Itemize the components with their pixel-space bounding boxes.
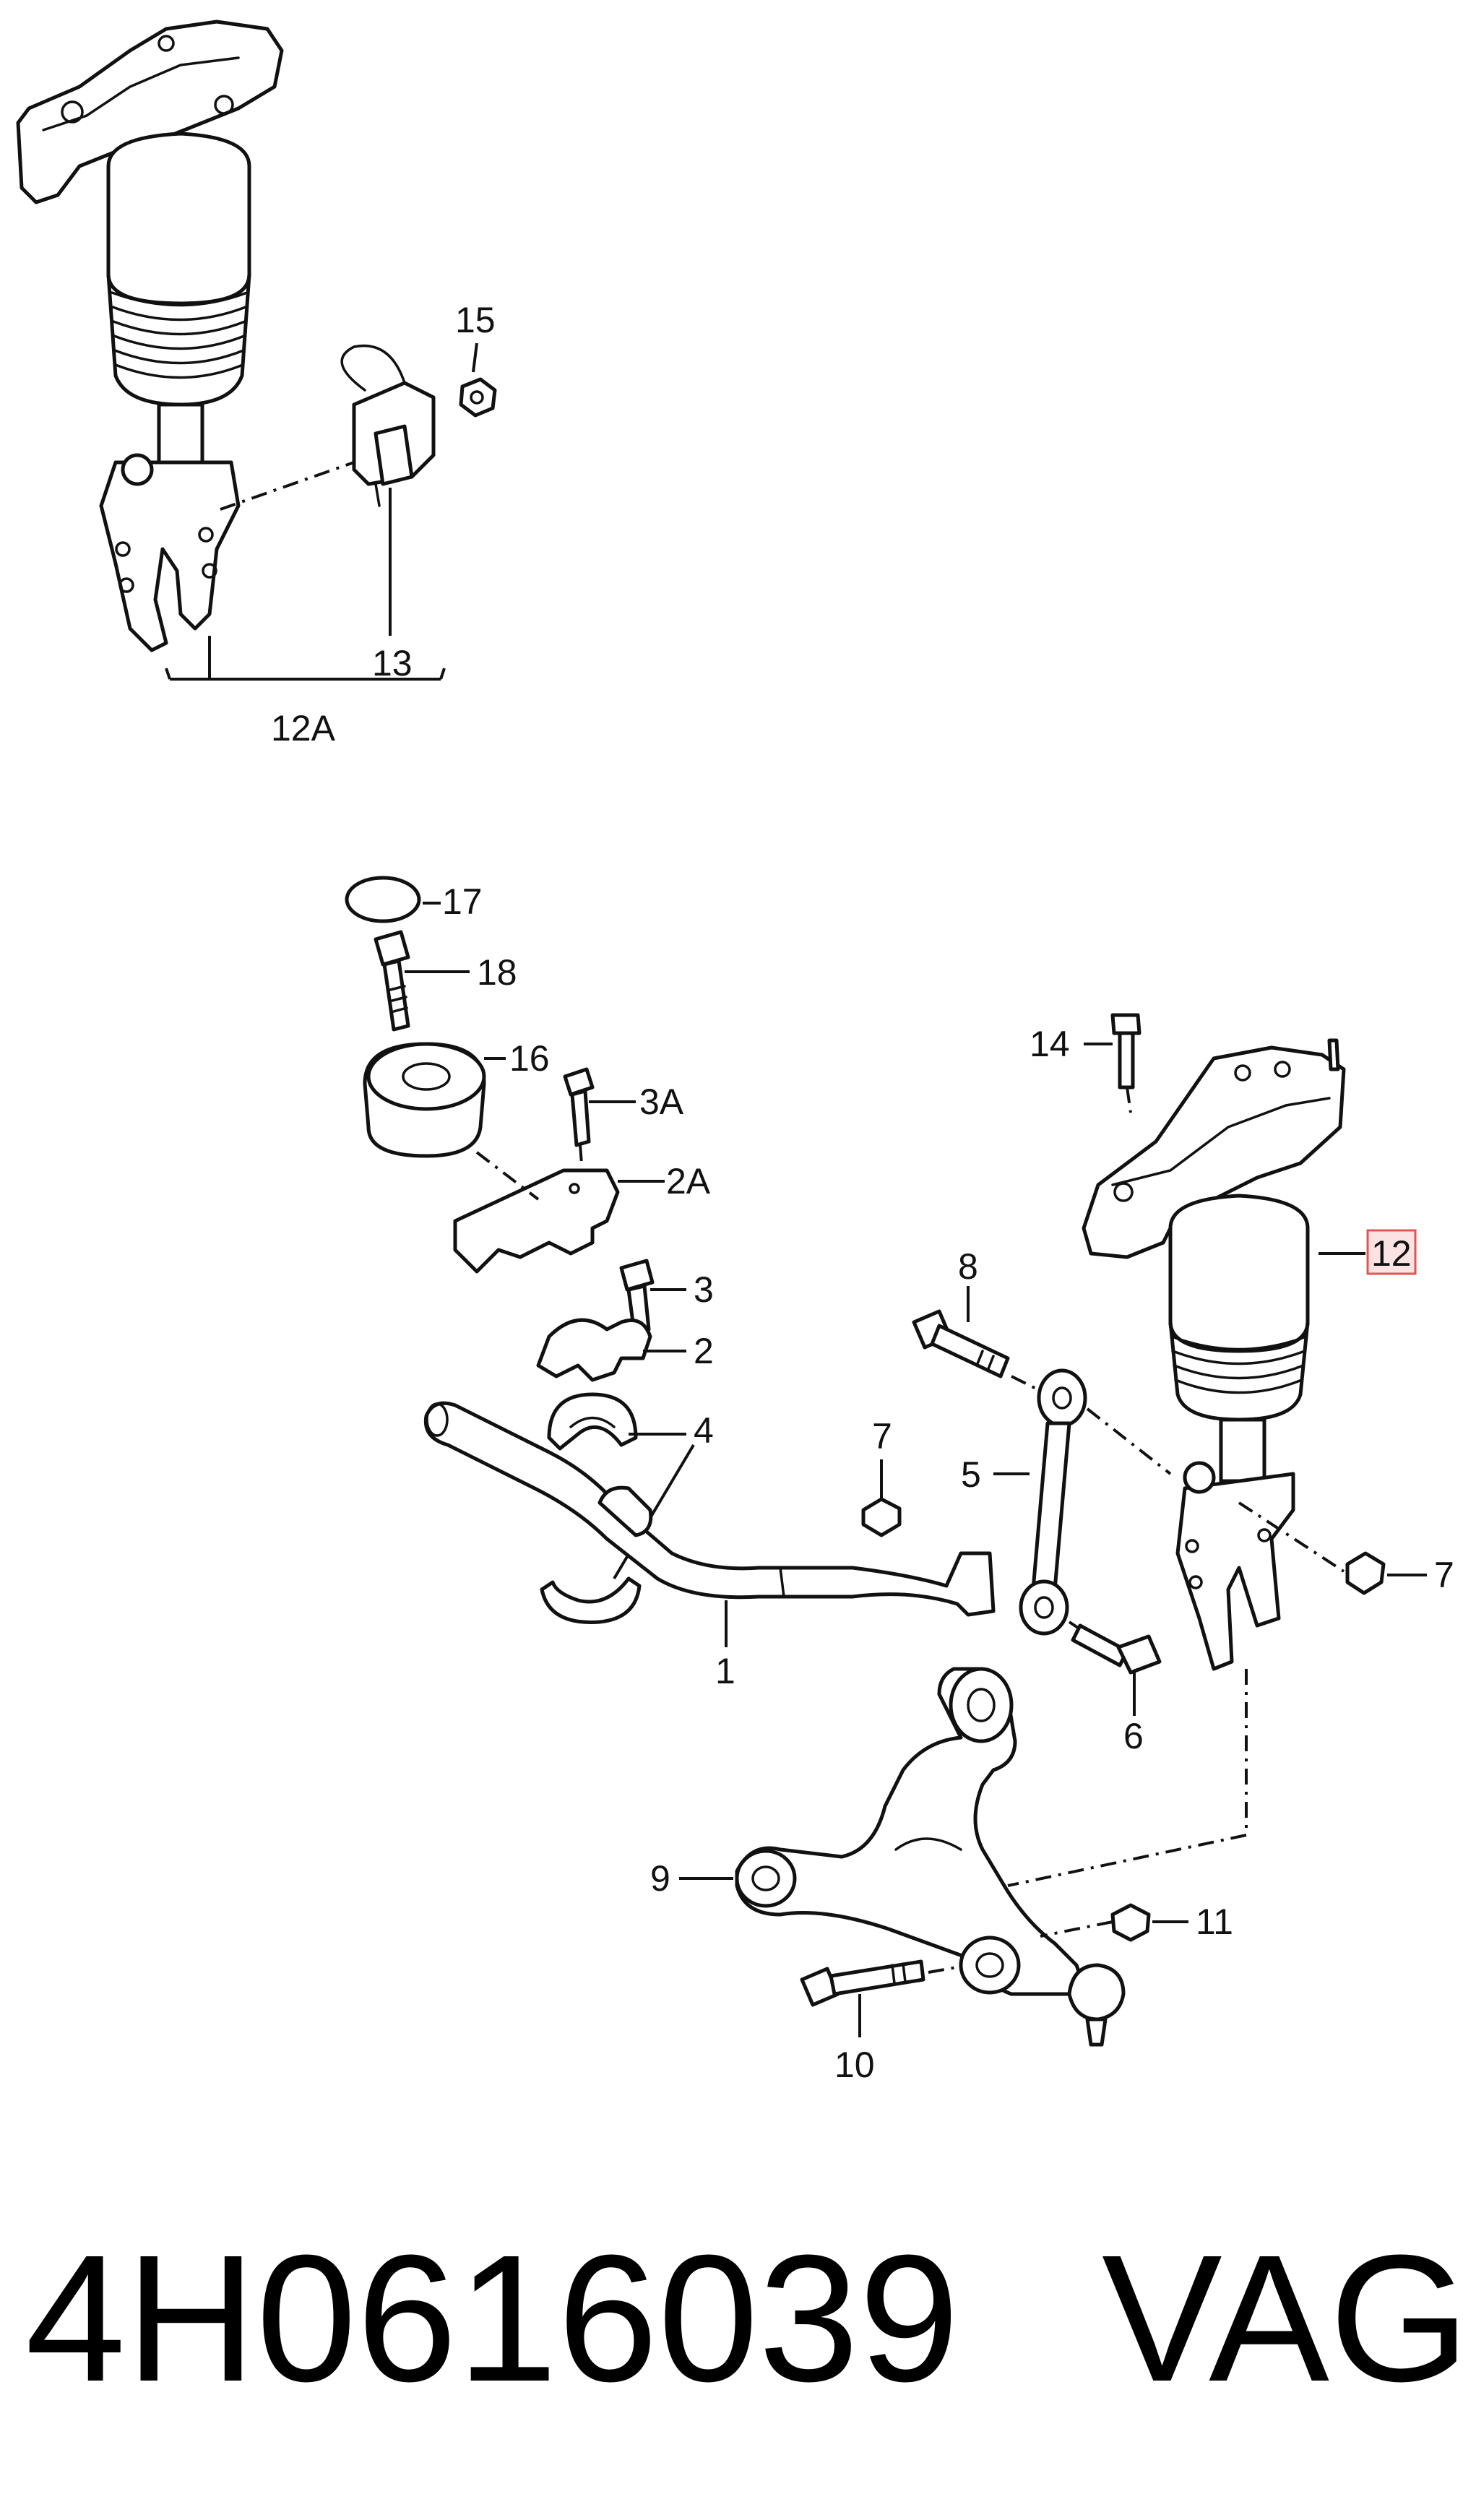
air-strut-assembly-icon [16, 20, 284, 652]
bolt-10-icon [800, 1959, 925, 2007]
callout-12-highlight: 12 [1366, 1229, 1417, 1275]
callout-9: 9 [650, 1858, 670, 1899]
callout-8: 8 [958, 1246, 978, 1287]
callout-17: 17 [442, 881, 483, 922]
callout-4: 4 [694, 1410, 714, 1451]
bolt-14-icon [1110, 1013, 1141, 1089]
callout-15: 15 [455, 300, 496, 340]
bushing-icon [547, 1392, 638, 1451]
callout-2: 2 [694, 1331, 714, 1371]
callout-14: 14 [1030, 1024, 1070, 1064]
callout-6: 6 [1123, 1716, 1144, 1756]
callout-12: 12 [1371, 1233, 1412, 1274]
nut-7b-icon [1345, 1551, 1386, 1595]
callout-7-left: 7 [872, 1416, 892, 1457]
callout-7-right: 7 [1434, 1555, 1454, 1595]
bolt-8-icon [912, 1309, 1010, 1378]
level-sensor-icon [340, 344, 436, 507]
control-arm-icon [735, 1667, 1126, 2047]
bolt-6-icon [1071, 1623, 1162, 1675]
air-strut-icon [1082, 1038, 1346, 1671]
cap-icon [345, 876, 421, 923]
callout-3: 3 [694, 1269, 714, 1310]
callout-3a: 3A [639, 1082, 684, 1122]
callout-1: 1 [715, 1651, 735, 1691]
callout-2a: 2A [666, 1161, 711, 1201]
callout-13: 13 [372, 643, 413, 683]
clamp-icon [536, 1318, 652, 1382]
bolt-3a-icon [563, 1067, 595, 1147]
bolt-icon [374, 930, 410, 1032]
callout-10: 10 [834, 2045, 875, 2085]
callout-5: 5 [961, 1454, 981, 1495]
callout-12a: 12A [271, 708, 336, 748]
callout-11: 11 [1196, 1902, 1233, 1942]
part-number: 4H0616039 [25, 2217, 959, 2419]
stabilizer-bar-icon [423, 1401, 996, 1617]
brand-name: VAG [1102, 2217, 1469, 2419]
nut-icon [459, 377, 497, 418]
nut-11-icon [1110, 1903, 1151, 1942]
coupling-rod-icon [1019, 1368, 1087, 1636]
nut-7a-icon [861, 1497, 902, 1537]
callout-18: 18 [477, 952, 517, 993]
bushing-lower-icon [540, 1576, 642, 1624]
rubber-mount-icon [363, 1042, 486, 1158]
callout-16: 16 [509, 1038, 550, 1079]
bracket-icon [453, 1168, 620, 1274]
